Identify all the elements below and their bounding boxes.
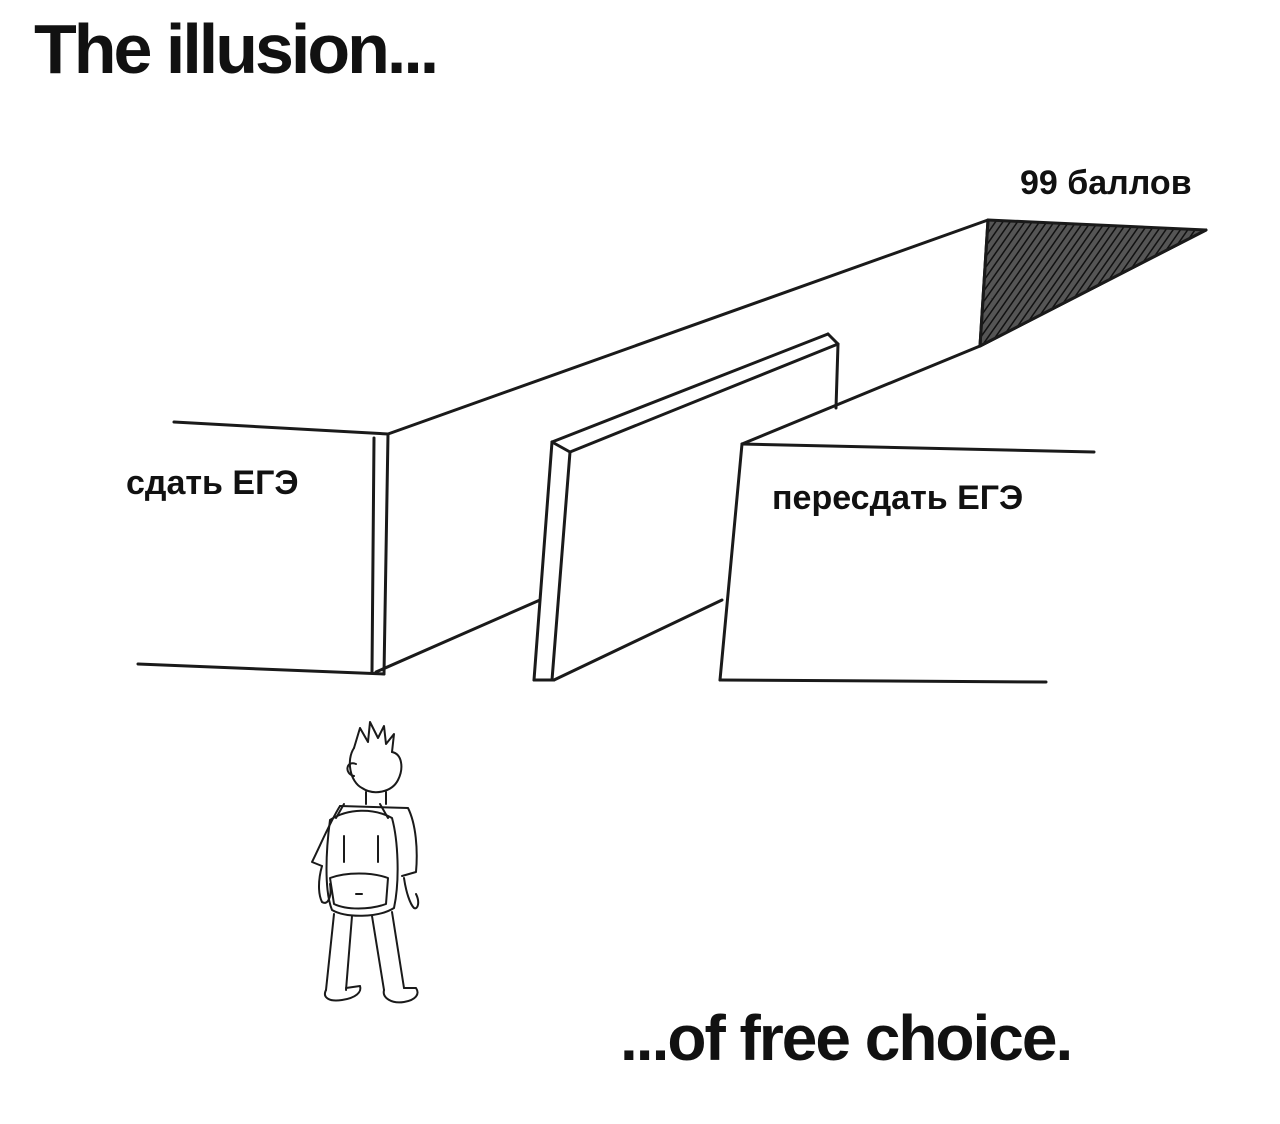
middle-wall [532,332,840,682]
left-path-label: сдать ЕГЭ [126,464,299,502]
right-path-label: пересдать ЕГЭ [772,479,1024,517]
student-figure [311,721,420,1004]
bottom-caption: ...of free choice. [620,1002,1073,1074]
right-wall [718,228,1208,684]
top-caption: The illusion... [34,10,439,88]
left-wall [136,218,990,676]
far-end-label: 99 баллов [1020,164,1192,202]
far-end-goal [978,218,1208,348]
